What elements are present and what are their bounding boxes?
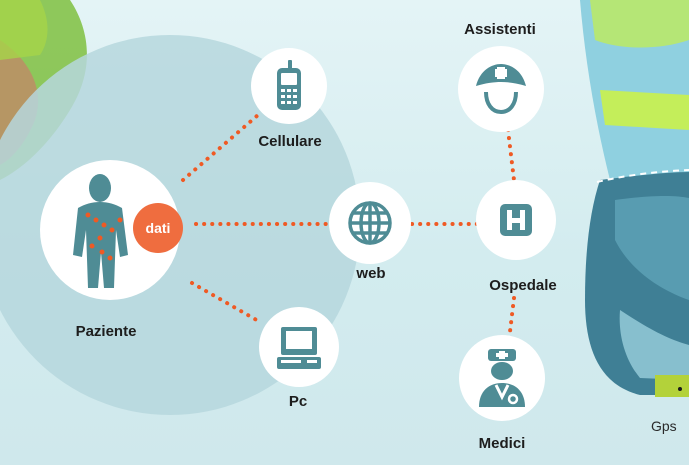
dati-badge: dati (133, 203, 183, 253)
doctor-icon (479, 349, 525, 407)
ospedale-label: Ospedale (489, 277, 557, 294)
gps-label: Gps (651, 418, 677, 434)
medici-node (459, 335, 545, 421)
globe-icon (348, 201, 392, 245)
web-label: web (356, 265, 386, 282)
cellulare-node (251, 48, 327, 124)
nurse-icon (476, 64, 526, 115)
mobile-phone-icon (277, 60, 301, 110)
link-ospedale-medici (507, 296, 516, 342)
paziente-label: Paziente (75, 323, 137, 340)
assistenti-label: Assistenti (464, 21, 536, 38)
person-icon (73, 174, 128, 288)
link-paziente-pc (190, 281, 262, 324)
hospital-icon (500, 204, 532, 236)
pc-node (259, 307, 339, 387)
cellulare-label: Cellulare (258, 133, 322, 150)
computer-icon (277, 327, 321, 369)
paziente-node (40, 160, 180, 300)
assistenti-node (458, 46, 544, 132)
ospedale-node (476, 180, 556, 260)
medici-label: Medici (478, 435, 526, 452)
pc-label: Pc (288, 393, 308, 410)
link-assistenti-ospedale (506, 128, 516, 182)
link-paziente-cellulare (181, 113, 260, 182)
web-node (329, 182, 411, 264)
